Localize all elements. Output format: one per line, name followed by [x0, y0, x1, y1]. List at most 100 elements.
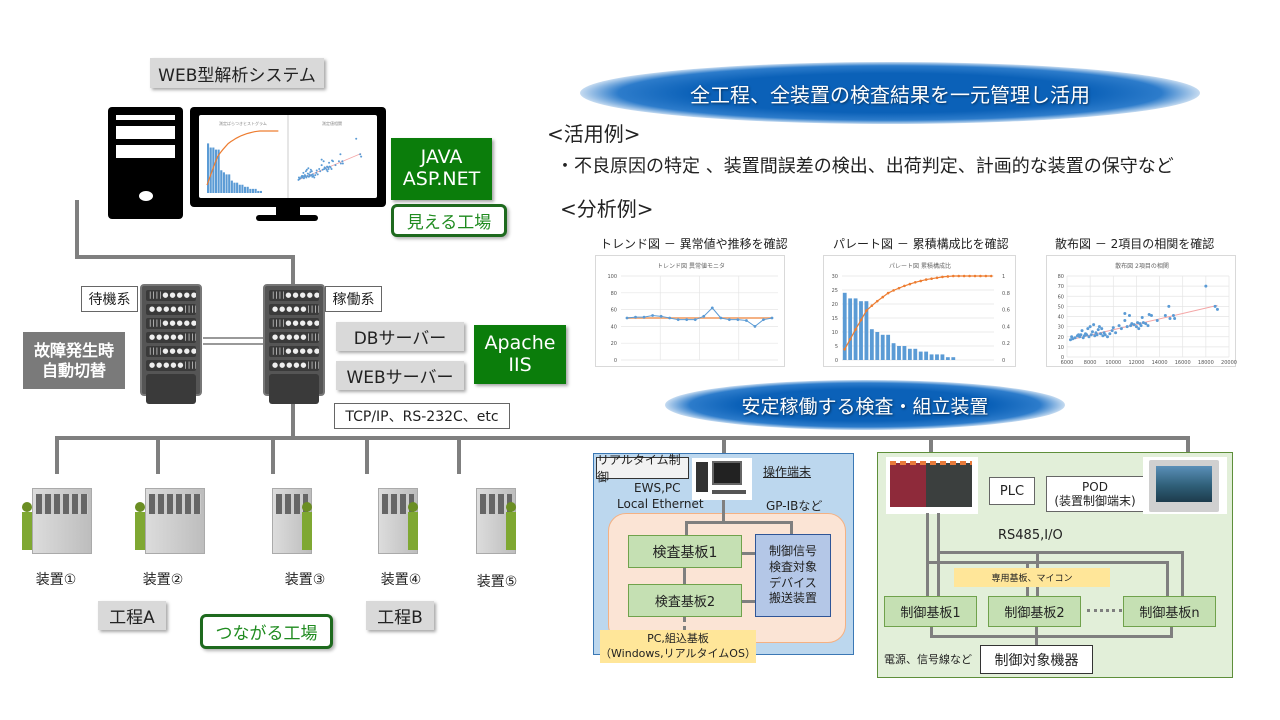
mini-point	[320, 158, 323, 161]
banner-main: 全工程、全装置の検査結果を一元管理し活用	[580, 62, 1200, 124]
scatter-point	[1127, 313, 1131, 317]
cumulative-point	[865, 309, 868, 312]
connector-line	[291, 398, 295, 438]
data-point	[710, 306, 714, 310]
connector-line	[722, 436, 726, 456]
y2-tick-label: 0.2	[1002, 341, 1010, 347]
mini-point	[305, 176, 308, 179]
device-1-label: 装置①	[35, 572, 77, 588]
mini-point	[315, 171, 318, 174]
data-point	[685, 318, 689, 322]
mini-point	[302, 177, 305, 180]
scatter-point	[1149, 313, 1153, 317]
connector-line	[1186, 436, 1190, 464]
mini-point	[306, 174, 309, 177]
pod-label: POD (装置制御端末)	[1046, 476, 1144, 512]
ews-label: EWS,PC	[634, 481, 681, 495]
x-tick-label: 12000	[1128, 360, 1144, 366]
mini-point	[309, 171, 312, 174]
y-tick-label: 60	[1058, 294, 1064, 300]
wire	[926, 561, 1169, 564]
mini-point	[327, 166, 330, 169]
wire	[926, 513, 929, 596]
connector-line	[271, 436, 275, 474]
scatter-point	[1141, 321, 1145, 325]
x-tick-label: 10000	[1105, 360, 1121, 366]
bar	[935, 354, 939, 360]
data-point	[676, 318, 680, 322]
bar	[951, 357, 956, 360]
inspection-board-2: 検査基板2	[628, 584, 742, 617]
cumulative-point	[930, 277, 933, 280]
cumulative-point	[984, 274, 988, 278]
protocols-label: TCP/IP、RS-232C、etc	[334, 403, 510, 429]
mini-point	[304, 174, 307, 177]
scatter-point	[1096, 328, 1100, 332]
terminal-label: 操作端末	[763, 465, 812, 479]
mini-point	[332, 160, 335, 163]
data-point	[770, 316, 774, 320]
cumulative-point	[957, 274, 961, 278]
y2-tick-label: 1	[1002, 274, 1005, 280]
scatter-point	[1114, 331, 1118, 335]
mini-bar	[236, 182, 239, 193]
scatter-point	[1173, 317, 1177, 321]
device-3-label: 装置③	[284, 572, 326, 588]
y2-tick-label: 0.4	[1002, 324, 1010, 330]
mini-point	[316, 173, 319, 176]
scatter-point	[1079, 333, 1083, 337]
device-4-label: 装置④	[380, 572, 422, 588]
active-server-icon: ||||●●●●●●●●●●|||| ||||●●●●●●●●●●|||| ||…	[263, 284, 325, 404]
network-bus-line	[55, 436, 1190, 440]
data-point	[753, 325, 757, 328]
cumulative-point	[881, 295, 885, 299]
cumulative-point	[946, 275, 950, 278]
cumulative-point	[968, 274, 971, 278]
ethernet-label: Local Ethernet	[617, 497, 704, 511]
pod-touchpanel-icon	[1143, 457, 1227, 514]
scatter-point	[1106, 335, 1109, 339]
scatter-point	[1119, 327, 1123, 331]
bar	[891, 343, 896, 360]
wire	[1181, 551, 1184, 596]
bar	[924, 351, 929, 360]
cumulative-point	[919, 279, 923, 283]
scatter-caption: 散布図 － 2項目の相関を確認	[1055, 237, 1215, 251]
pareto-caption: パレート図 － 累積構成比を確認	[833, 237, 1009, 251]
dedicated-board-label: 専用基板、マイコン	[954, 568, 1110, 587]
y-tick-label: 30	[832, 274, 838, 280]
connector-line	[722, 500, 725, 522]
mini-point	[360, 155, 363, 158]
mini-point	[355, 137, 358, 140]
mini-point	[337, 160, 340, 163]
scatter-point	[1140, 316, 1144, 320]
monitor-icon: 測定ばらつきヒストグラム 測定値相関	[190, 107, 386, 221]
scatter-point	[1092, 323, 1096, 327]
bar	[945, 357, 950, 360]
target-device-label: 制御対象機器	[980, 645, 1093, 674]
x-tick-label: 20000	[1221, 360, 1237, 366]
y-tick-label: 20	[611, 341, 617, 347]
y-tick-label: 40	[611, 324, 617, 330]
mini-point	[324, 167, 327, 170]
bar	[848, 298, 853, 360]
mini-point	[310, 170, 313, 173]
device-2-icon	[133, 480, 205, 560]
bus-label: RS485,I/O	[998, 528, 1063, 543]
mini-point	[313, 176, 316, 179]
mini-bar	[249, 188, 252, 193]
mini-point	[299, 177, 302, 180]
y-tick-label: 0	[1061, 355, 1064, 361]
mini-point	[341, 160, 344, 163]
data-point	[642, 315, 646, 319]
y-tick-label: 80	[1058, 274, 1064, 280]
pareto-chart-title: パレート図 累積構成比	[889, 262, 951, 270]
y-tick-label: 20	[832, 302, 838, 308]
scatter-point	[1136, 321, 1140, 325]
data-point	[659, 314, 663, 318]
mini-point	[310, 174, 313, 177]
standby-server-icon: ||||●●●●●●●●●●|||| ||||●●●●●●●●●●|||| ||…	[140, 284, 202, 404]
